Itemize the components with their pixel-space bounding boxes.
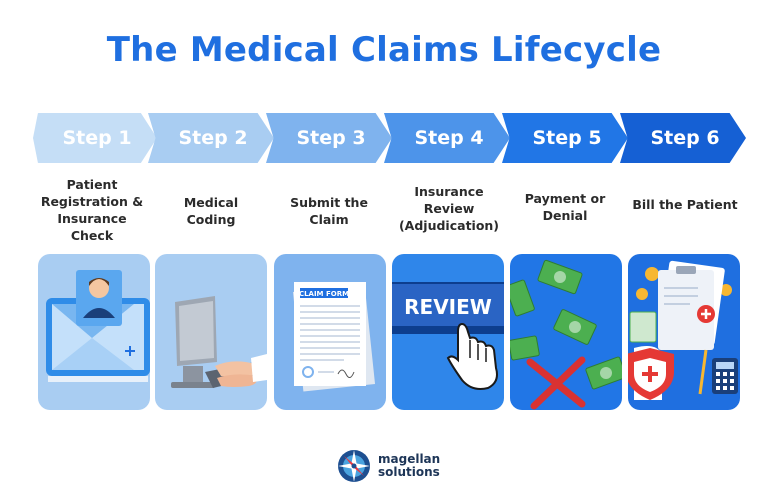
- logo-text-line2: solutions: [378, 465, 440, 479]
- step-label-2: Step 2: [178, 127, 248, 149]
- step-chevron-6: Step 6: [620, 113, 746, 163]
- step-description-4: Insurance Review (Adjudication): [398, 184, 500, 233]
- step-chevron-4: Step 4: [384, 113, 510, 163]
- computer-typing-illustration: [155, 254, 267, 410]
- step-label-3: Step 3: [296, 127, 366, 149]
- patient-registration-illustration: [38, 254, 150, 410]
- step-chevron-1: Step 1: [33, 113, 157, 163]
- money-denied-illustration: [510, 254, 622, 410]
- claim-form-heading: CLAIM FORM: [299, 290, 349, 298]
- step-label-5: Step 5: [532, 127, 602, 149]
- step-label-1: Step 1: [62, 127, 132, 149]
- step-chevron-5: Step 5: [502, 113, 628, 163]
- step-label-4: Step 4: [414, 127, 484, 149]
- claim-form-illustration: CLAIM FORM: [274, 254, 386, 410]
- review-button-text: REVIEW: [404, 295, 492, 319]
- step-description-6: Bill the Patient: [632, 197, 738, 212]
- magellan-logo: magellan solutions: [336, 448, 440, 484]
- step-chevron-3: Step 3: [266, 113, 392, 163]
- step-label-6: Step 6: [650, 127, 720, 149]
- step-description-2: Medical Coding: [183, 195, 239, 227]
- step-chevron-2: Step 2: [148, 113, 274, 163]
- bill-shield-illustration: [628, 254, 740, 410]
- review-button-illustration: REVIEW: [392, 254, 504, 410]
- logo-text-line1: magellan: [378, 452, 441, 466]
- step-description-3: Submit the Claim: [290, 195, 368, 227]
- step-description-1: Patient Registration & Insurance Check: [40, 177, 144, 243]
- compass-icon: [338, 450, 370, 482]
- step-description-5: Payment or Denial: [524, 191, 606, 223]
- page-title: The Medical Claims Lifecycle: [106, 30, 662, 70]
